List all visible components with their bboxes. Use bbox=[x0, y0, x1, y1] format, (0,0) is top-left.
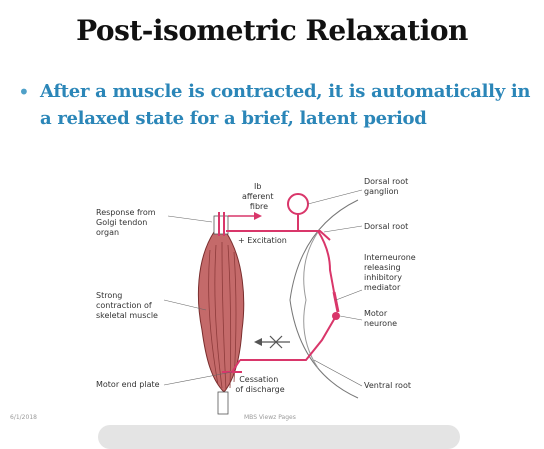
interneurone bbox=[334, 292, 338, 312]
lower-tendon bbox=[218, 392, 228, 414]
ventral-root-path bbox=[240, 316, 336, 360]
upper-tendon bbox=[214, 216, 228, 234]
bottom-bar bbox=[98, 425, 460, 449]
label-dorsal-root-ganglion: Dorsal root ganglion bbox=[364, 177, 411, 196]
footer-source: MBS Viewz Pages bbox=[244, 414, 296, 421]
label-dorsal-root: Dorsal root bbox=[364, 222, 408, 231]
label-interneurone: Interneurone releasing inhibitory mediat… bbox=[364, 253, 418, 292]
label-ventral-root: Ventral root bbox=[364, 381, 411, 390]
dorsal-root-ganglion bbox=[288, 194, 308, 214]
label-excitation: + Excitation bbox=[238, 236, 287, 245]
skeletal-muscle bbox=[198, 232, 243, 392]
label-ib-afferent: Ib afferent fibre bbox=[242, 182, 276, 211]
dorsal-root-path bbox=[318, 231, 334, 292]
spinal-cord-outline bbox=[290, 200, 358, 398]
afferent-arrow-head bbox=[254, 212, 262, 220]
label-motor-neurone: Motor neurone bbox=[364, 309, 397, 328]
label-motor-end-plate: Motor end plate bbox=[96, 380, 160, 389]
label-response-golgi: Response from Golgi tendon organ bbox=[96, 208, 158, 237]
label-strong-contraction: Strong contraction of skeletal muscle bbox=[96, 291, 158, 320]
label-cessation: Cessation of discharge bbox=[235, 375, 284, 394]
cessation-arrow-head bbox=[254, 338, 262, 346]
footer-date: 6/1/2018 bbox=[10, 414, 37, 421]
